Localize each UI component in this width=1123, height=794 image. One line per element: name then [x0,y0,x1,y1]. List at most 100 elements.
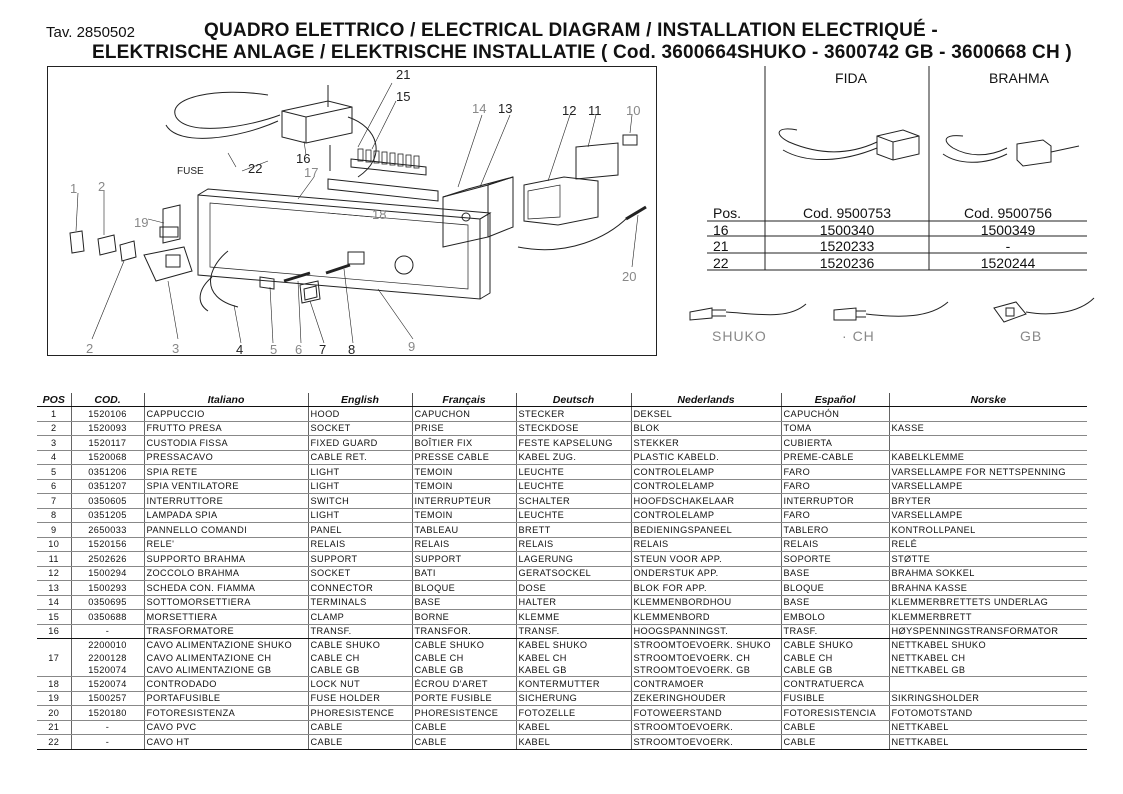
table-cell: SCHEDA CON. FIAMMA [144,580,309,596]
table-cell: CABLE [412,720,517,736]
table-cell: SIKRINGSHOLDER [889,691,1087,707]
table-cell: CABLE GB [781,663,890,678]
table-cell: SPIA VENTILATORE [144,479,309,494]
table-cell: TABLEAU [412,522,517,538]
table-cell: KONTROLLPANEL [889,522,1087,538]
column-brahma: BRAHMA [989,70,1049,86]
table-cell: TRANSF. [308,624,413,639]
table-cell: FOTOZELLE [516,705,632,721]
table-cell: CLAMP [308,609,413,625]
table-cell: 0351207 [71,479,145,494]
table-cell: 0350695 [71,595,145,610]
callout-19: 19 [134,215,148,230]
table-cell: FRUTTO PRESA [144,421,309,436]
table-cell: - [71,720,145,736]
table-cell: SCHALTER [516,493,632,509]
table-cell: TEMOIN [412,464,517,480]
table-cell: HOOD [308,406,413,422]
table-cell: DEKSEL [631,406,782,422]
table-cell: CABLE GB [308,663,413,678]
variant-cell: 1500349 [980,222,1036,238]
table-cell: BRETT [516,522,632,538]
table-cell: LIGHT [308,479,413,494]
table-cell: 6 [37,479,72,494]
callout-18: 18 [372,207,386,222]
callout-20: 20 [622,269,636,284]
control-panel-9 [197,194,481,300]
table-cell: BASE [412,595,517,610]
table-cell: STECKER [516,406,632,422]
table-cell: KABEL [516,720,632,736]
table-cell: 15 [37,609,72,625]
table-cell: 0351206 [71,464,145,480]
table-cell: FARO [781,508,890,523]
callout-3: 3 [172,341,179,355]
callout-2: 2 [86,341,93,355]
page-title-line-2: ELEKTRISCHE ANLAGE / ELEKTRISCHE INSTALL… [92,42,1072,63]
table-cell: NETTKABEL SHUKO [891,640,986,651]
table-cell: CABLE CH [308,651,413,664]
table-cell: PORTE FUSIBLE [412,691,517,707]
table-cell: KASSE [889,421,1087,436]
table-cell: BLOK [631,421,782,436]
table-cell: KLEMMERBRETTETS UNDERLAG [889,595,1087,610]
table-cell: BOÎTIER FIX [412,435,517,451]
table-cell: 2200128 [71,651,145,664]
table-cell: 1520117 [71,435,145,451]
table-cell: CAVO PVC [144,720,309,736]
variants-header-fida-code: Cod. 9500753 [803,205,891,221]
table-cell: SWITCH [308,493,413,509]
callout-13: 13 [498,101,512,116]
table-cell: KLEMMENBORDHOU [631,595,782,610]
table-cell: 8 [37,508,72,523]
variants-header-brahma-code: Cod. 9500756 [964,205,1052,221]
table-cell: 13 [37,580,72,596]
table-cell: HOOGSPANNINGST. [631,624,782,639]
table-cell: 0350605 [71,493,145,509]
table-cell: 17 [37,638,72,678]
table-cell: CUBIERTA [781,435,890,451]
table-cell: PRESSACAVO [144,450,309,465]
column-header: Français [412,393,517,407]
callout-12: 12 [562,103,576,118]
table-cell: CAPUCHON [412,406,517,422]
table-cell: MORSETTIERA [144,609,309,625]
table-cell: 19 [37,691,72,707]
table-cell: STROOMTOEVOERK. GB [631,663,782,678]
table-cell: CABLE [781,720,890,736]
callout-9: 9 [408,339,415,354]
table-cell: CABLE CH [412,651,517,664]
table-cell: 22 [37,734,72,750]
table-cell: KABEL CH [516,651,632,664]
table-cell: RELE' [144,537,309,552]
table-cell: ONDERSTUK APP. [631,566,782,581]
table-cell: RELAIS [781,537,890,552]
table-cell: LOCK NUT [308,676,413,692]
callout-2-top: 2 [98,179,105,194]
callout-16: 16 [296,151,310,166]
table-cell: CUSTODIA FISSA [144,435,309,451]
table-cell: SICHERUNG [516,691,632,707]
column-header: English [308,393,413,407]
table-cell: CABLE [781,734,890,750]
table-cell: LEUCHTE [516,464,632,480]
table-cell: HOOFDSCHAKELAAR [631,493,782,509]
table-cell: HALTER [516,595,632,610]
table-cell: - [71,624,145,639]
table-cell: VARSELLAMPE [889,508,1087,523]
table-cell: PREME-CABLE [781,450,890,465]
table-cell: STØTTE [889,551,1087,567]
plug-label-shuko: SHUKO [712,328,767,344]
table-cell: KABEL GB [516,663,632,678]
variants-header-pos: Pos. [713,205,742,221]
table-cell: FARO [781,479,890,494]
callout-5: 5 [270,342,277,355]
callout-1: 1 [70,181,77,196]
table-cell: 14 [37,595,72,610]
